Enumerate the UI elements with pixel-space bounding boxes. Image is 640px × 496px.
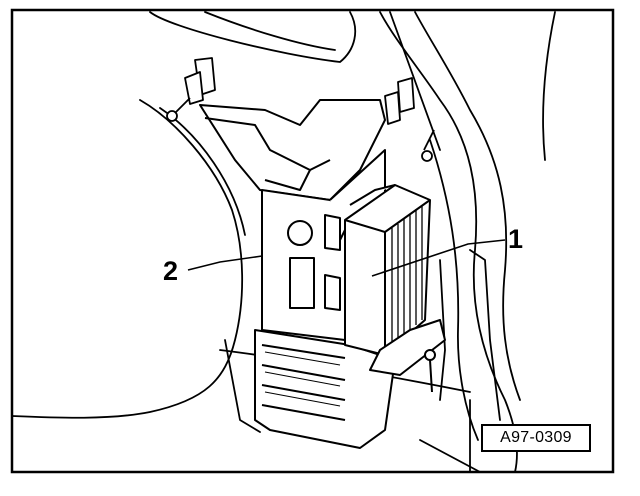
leader-line-1 — [371, 239, 506, 277]
right-mounting-bracket — [384, 77, 435, 162]
leader-line-2 — [187, 255, 263, 271]
reference-code: A97-0309 — [500, 429, 572, 446]
figure-frame — [10, 8, 615, 474]
left-mounting-bracket — [166, 57, 216, 122]
callout-label-1: 1 — [508, 224, 524, 254]
leader-lines — [187, 239, 506, 277]
callout-label-2: 2 — [163, 256, 179, 286]
reference-code-box: A97-0309 — [481, 424, 591, 452]
